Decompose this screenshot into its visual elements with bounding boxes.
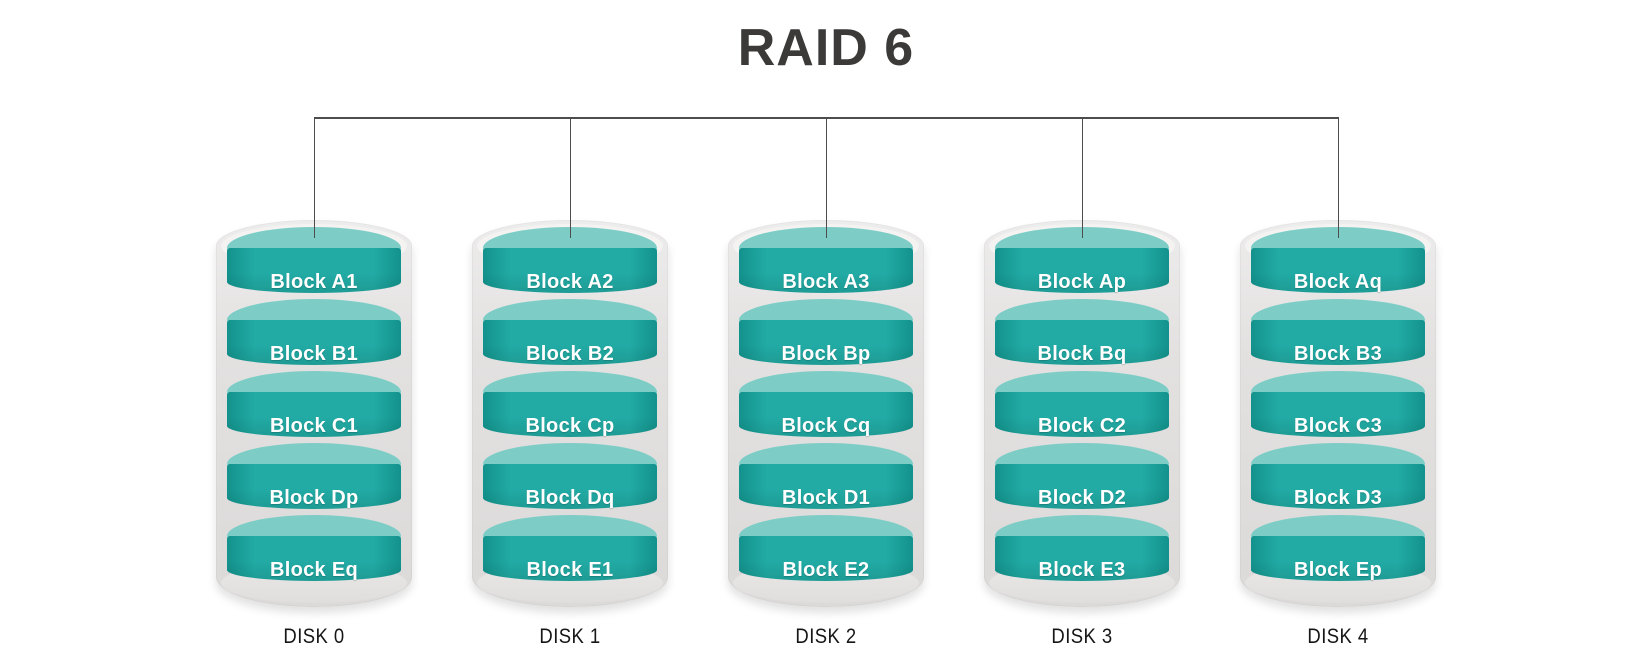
block-label: Block A3 <box>782 271 870 293</box>
block-body <box>227 248 401 293</box>
block-body <box>483 392 657 437</box>
storage-block: Block C3 <box>1251 371 1425 437</box>
block-label: Block E1 <box>526 559 614 581</box>
block-label: Block E3 <box>1038 559 1126 581</box>
disk-unit-4: Block Aq Block B3 Block C3 Block D3 Bloc… <box>1240 220 1436 660</box>
block-body <box>1251 248 1425 293</box>
block-body <box>227 464 401 509</box>
block-body <box>995 248 1169 293</box>
storage-block: Block B2 <box>483 299 657 365</box>
block-label: Block C1 <box>270 415 358 437</box>
block-label: Block B1 <box>270 343 358 365</box>
block-label: Block B2 <box>526 343 614 365</box>
block-body <box>1251 536 1425 581</box>
storage-block: Block Dp <box>227 443 401 509</box>
storage-block: Block Ep <box>1251 515 1425 581</box>
disk-label: DISK 4 <box>1307 625 1369 648</box>
block-label: Block C3 <box>1294 415 1382 437</box>
block-body <box>1251 464 1425 509</box>
block-body <box>227 536 401 581</box>
disk-label: DISK 0 <box>283 625 345 648</box>
block-body <box>739 248 913 293</box>
storage-block: Block Bp <box>739 299 913 365</box>
storage-block: Block Dq <box>483 443 657 509</box>
disk-label: DISK 3 <box>1051 625 1113 648</box>
block-body <box>995 392 1169 437</box>
disk-unit-0: Block A1 Block B1 Block C1 Block Dp Bloc… <box>216 220 412 660</box>
block-label: Block Aq <box>1293 271 1383 293</box>
block-body <box>739 464 913 509</box>
block-body <box>995 464 1169 509</box>
block-label: Block A2 <box>526 271 614 293</box>
block-label: Block D3 <box>1294 487 1382 509</box>
storage-block: Block D3 <box>1251 443 1425 509</box>
storage-block: Block B1 <box>227 299 401 365</box>
storage-block: Block A2 <box>483 227 657 293</box>
disk2-connector-line <box>826 117 827 238</box>
block-label: Block D2 <box>1038 487 1126 509</box>
storage-block: Block D1 <box>739 443 913 509</box>
disk-unit-1: Block A2 Block B2 Block Cp Block Dq Bloc… <box>472 220 668 660</box>
disk-label: DISK 2 <box>795 625 857 648</box>
block-body <box>483 464 657 509</box>
block-body <box>483 248 657 293</box>
block-body <box>227 320 401 365</box>
storage-block: Block E1 <box>483 515 657 581</box>
storage-block: Block Bq <box>995 299 1169 365</box>
disk4-connector-line <box>1338 117 1339 238</box>
disk-unit-2: Block A3 Block Bp Block Cq Block D1 Bloc… <box>728 220 924 660</box>
block-label: Block Dq <box>525 487 615 509</box>
block-body <box>483 320 657 365</box>
storage-block: Block C2 <box>995 371 1169 437</box>
block-body <box>995 320 1169 365</box>
storage-block: Block C1 <box>227 371 401 437</box>
storage-block: Block E2 <box>739 515 913 581</box>
storage-block: Block A1 <box>227 227 401 293</box>
disk0-connector-line <box>314 117 315 238</box>
block-label: Block Ep <box>1294 559 1382 581</box>
block-body <box>483 536 657 581</box>
block-label: Block D1 <box>782 487 870 509</box>
disk1-connector-line <box>570 117 571 238</box>
block-label: Block Bq <box>1037 343 1127 365</box>
disk-label: DISK 1 <box>539 625 601 648</box>
storage-block: Block E3 <box>995 515 1169 581</box>
block-body <box>739 392 913 437</box>
block-body <box>739 320 913 365</box>
block-label: Block A1 <box>270 271 358 293</box>
diagram-title: RAID 6 <box>737 19 915 77</box>
block-body <box>1251 320 1425 365</box>
storage-block: Block B3 <box>1251 299 1425 365</box>
block-label: Block Cq <box>781 415 871 437</box>
block-label: Block Bp <box>781 343 871 365</box>
storage-block: Block Cp <box>483 371 657 437</box>
block-label: Block E2 <box>782 559 870 581</box>
block-label: Block C2 <box>1038 415 1126 437</box>
block-label: Block Eq <box>270 559 358 581</box>
block-label: Block B3 <box>1294 343 1382 365</box>
block-body <box>739 536 913 581</box>
disk3-connector-line <box>1082 117 1083 238</box>
block-body <box>995 536 1169 581</box>
block-label: Block Ap <box>1037 271 1127 293</box>
block-body <box>1251 392 1425 437</box>
disk-unit-3: Block Ap Block Bq Block C2 Block D2 Bloc… <box>984 220 1180 660</box>
block-body <box>227 392 401 437</box>
block-label: Block Dp <box>269 487 359 509</box>
storage-block: Block D2 <box>995 443 1169 509</box>
block-label: Block Cp <box>525 415 615 437</box>
storage-block: Block Cq <box>739 371 913 437</box>
storage-block: Block Eq <box>227 515 401 581</box>
